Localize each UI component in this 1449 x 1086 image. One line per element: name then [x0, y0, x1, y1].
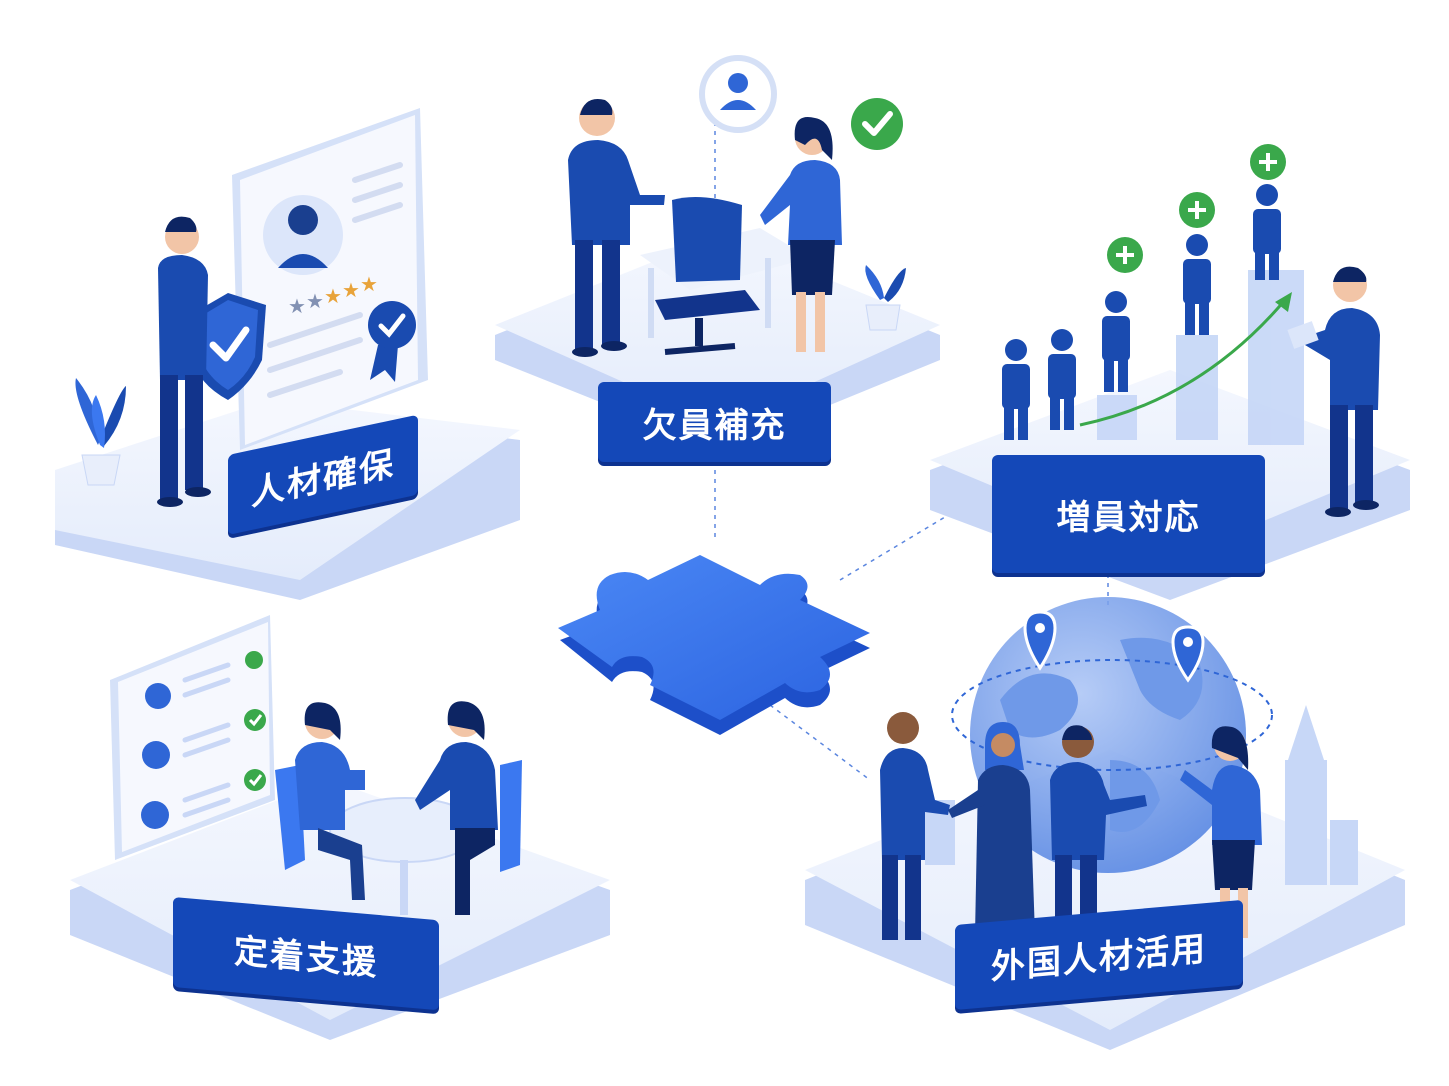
label-retention-support-text: 定着支援: [234, 930, 378, 984]
potted-plant: [75, 378, 126, 486]
svg-text:★: ★: [324, 284, 342, 308]
label-talent-acquisition-text: 人材確保: [251, 443, 395, 514]
staff-figures: [1002, 184, 1281, 440]
manager-figure: [1287, 266, 1380, 517]
resume-card: ★ ★ ★ ★ ★: [232, 108, 428, 450]
growth-bars: [1097, 270, 1304, 445]
label-staff-expansion-text: 増員対応: [1056, 497, 1201, 538]
svg-text:★: ★: [342, 278, 360, 302]
svg-text:★: ★: [288, 294, 306, 318]
mentor-figure: [295, 702, 365, 900]
interviewer-figure: [568, 99, 665, 357]
user-profile-icon: [699, 55, 777, 133]
candidate-figure: [760, 116, 842, 352]
award-ribbon-icon: [368, 301, 416, 382]
label-vacancy-filling-text: 欠員補充: [642, 405, 787, 446]
potted-plant: [865, 265, 906, 331]
international-team: [880, 712, 1262, 940]
map-pin-icon: [1023, 610, 1205, 683]
rating-stars: ★ ★ ★ ★ ★: [288, 272, 378, 318]
plus-circle-icon: [1107, 144, 1286, 273]
shield-check-icon: [190, 293, 266, 400]
label-foreign-talent-text: 外国人材活用: [991, 928, 1207, 988]
label-staff-expansion: 増員対応: [992, 455, 1265, 573]
employee-figure: [415, 701, 498, 915]
label-vacancy-filling: 欠員補充: [598, 382, 831, 462]
svg-text:★: ★: [306, 289, 324, 313]
platform-talent-acquisition: ★ ★ ★ ★ ★: [55, 108, 520, 600]
puzzle-piece-icon: [558, 555, 870, 735]
businessman-figure: [157, 216, 211, 507]
checklist-board: [110, 615, 275, 860]
svg-text:★: ★: [360, 272, 378, 296]
office-chair: [655, 196, 760, 355]
check-circle-icon: [851, 98, 903, 150]
